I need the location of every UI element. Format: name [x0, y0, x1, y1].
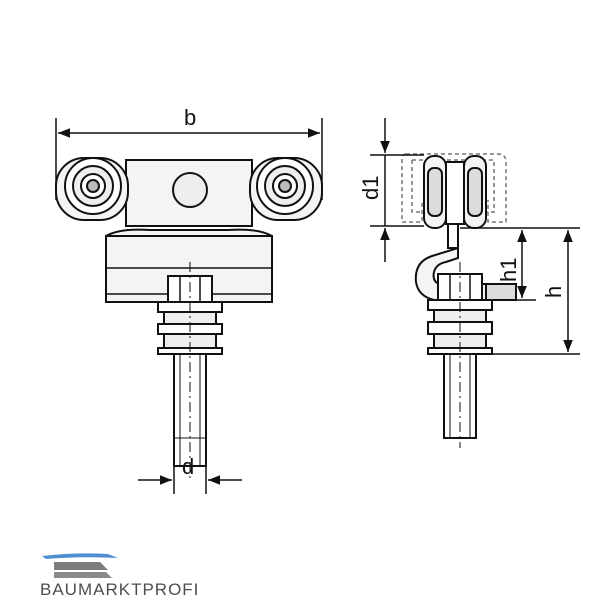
baumarktprofi-logo-icon — [42, 553, 118, 578]
dim-label-h1: h1 — [496, 258, 521, 282]
dim-h — [460, 227, 580, 355]
dim-label-d: d — [182, 454, 194, 479]
dim-label-h: h — [541, 286, 566, 298]
dim-label-b: b — [184, 105, 196, 130]
dim-label-d1: d1 — [358, 176, 383, 200]
front-view — [55, 118, 323, 494]
logo-wordmark: BAUMARKTPROFI — [40, 580, 200, 599]
dim-d1 — [370, 118, 424, 262]
side-view — [401, 153, 517, 448]
